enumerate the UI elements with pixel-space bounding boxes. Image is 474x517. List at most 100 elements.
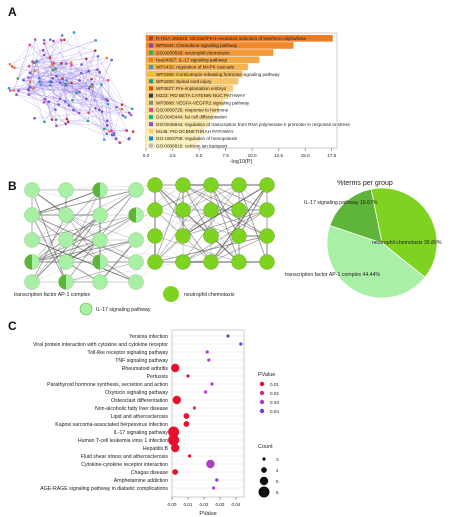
network-a-node xyxy=(94,107,97,110)
network-a-edge xyxy=(58,71,100,105)
pie-label-2: IL-17 signaling pathway 16.67% xyxy=(304,200,378,206)
bar-5 xyxy=(146,70,243,78)
network-a-node xyxy=(41,49,45,52)
pie-slice-2 xyxy=(329,188,383,244)
network-a-edge xyxy=(65,101,114,136)
bar-label-10: GO:0006725: response to hormone xyxy=(156,108,229,113)
network-a-node xyxy=(28,80,32,84)
network-b-edge xyxy=(182,184,212,237)
network-b-node-right xyxy=(175,177,191,193)
network-a-node xyxy=(90,77,93,81)
network-a-edge xyxy=(53,62,108,101)
network-a-edge xyxy=(28,70,36,78)
network-a-node xyxy=(59,62,63,65)
network-a-node xyxy=(87,111,90,115)
bubble-category-label-1: Viral protein interaction with cytokine … xyxy=(33,342,168,348)
network-a-node xyxy=(12,89,15,92)
pie-slice-1 xyxy=(326,225,426,299)
network-a-node xyxy=(27,88,31,92)
network-b-node-right xyxy=(231,202,247,218)
network-a-node xyxy=(63,100,67,103)
bubble-category-label-13: Human T-cell leukemia virus 1 infection xyxy=(78,438,168,444)
network-a-node xyxy=(17,89,20,92)
bubble-size-legend-dot-0 xyxy=(262,457,266,461)
network-a-edge xyxy=(30,86,80,93)
network-a-edge xyxy=(88,70,109,105)
network-a-node xyxy=(130,107,134,111)
bubble-point-6 xyxy=(210,382,214,386)
network-a-edge xyxy=(29,70,36,83)
network-a-edge xyxy=(8,78,63,89)
network-b-node-left xyxy=(128,254,144,270)
network-a-node xyxy=(112,133,116,137)
network-b-edge xyxy=(65,214,137,241)
network-a-edge xyxy=(72,99,107,101)
network-a-edge xyxy=(33,69,98,89)
network-b-node-left xyxy=(24,274,40,290)
network-b-node-right xyxy=(231,254,247,270)
pie-label-0: neutrophil chemotaxis 38.89% xyxy=(372,240,442,246)
network-b-edge xyxy=(31,214,137,263)
network-a-edge xyxy=(53,62,82,74)
network-a-edge xyxy=(78,50,96,114)
network-b-edge xyxy=(238,184,268,237)
bar-12 xyxy=(146,120,209,128)
network-b-node-left xyxy=(24,232,40,248)
network-a-node xyxy=(60,38,63,42)
network-b-edge xyxy=(182,209,268,237)
bar-label-5: WP2355: Corticotropin-releasing hormone … xyxy=(156,72,280,77)
network-a-node xyxy=(52,61,55,65)
network-a-edge xyxy=(97,56,130,114)
network-b-node-left xyxy=(24,207,40,223)
network-a-node xyxy=(89,85,92,88)
network-a-edge xyxy=(88,69,98,113)
network-b-node-right xyxy=(175,202,191,218)
network-a-edge xyxy=(72,70,89,101)
network-b-edge xyxy=(31,189,137,263)
network-a-edge xyxy=(64,101,68,120)
bar-label-13: M145: PID DCBNETHRAH PATHWAY xyxy=(156,129,234,134)
network-b-node-left xyxy=(92,274,108,290)
network-a-edge xyxy=(48,80,80,103)
network-a-node xyxy=(42,100,46,104)
network-a-node xyxy=(16,77,20,80)
network-a-edge xyxy=(35,70,80,93)
bar-x-tick-0: 0.0 xyxy=(143,153,150,158)
bar-swatch-11 xyxy=(149,115,153,120)
bubble-point-16 xyxy=(206,459,215,469)
network-b-node-right xyxy=(203,177,219,193)
network-a-edge xyxy=(113,130,127,134)
network-a-node xyxy=(42,38,46,42)
bar-swatch-10 xyxy=(149,107,153,112)
network-a-node xyxy=(131,130,135,133)
bubble-x-tick-4: 0.04 xyxy=(232,502,241,507)
bubble-color-legend-label-2: 0.03 xyxy=(270,400,279,405)
bubble-x-tick-1: 0.01 xyxy=(184,502,193,507)
network-a-edge xyxy=(49,62,54,82)
bar-swatch-5 xyxy=(149,72,153,77)
network-a-edge xyxy=(56,80,109,127)
network-a-edge xyxy=(71,62,74,111)
network-a-edge xyxy=(52,78,87,100)
network-a-node xyxy=(7,86,11,90)
network-a-node xyxy=(15,93,18,96)
network-a-edge xyxy=(76,57,107,94)
bubble-category-label-16: Cytokine-cytokine receptor interaction xyxy=(81,462,168,468)
network-a-node xyxy=(102,138,106,141)
network-a-edge xyxy=(28,62,54,95)
bar-14 xyxy=(146,135,201,142)
network-a-node xyxy=(47,100,51,104)
network-a-edge xyxy=(62,78,80,93)
network-a-edge xyxy=(49,41,54,86)
network-a-edge xyxy=(44,64,82,122)
bubble-point-1 xyxy=(239,342,243,346)
bubble-point-5 xyxy=(186,374,190,378)
network-a-edge xyxy=(43,102,80,114)
network-a-node xyxy=(58,97,62,101)
network-b-node-right xyxy=(259,228,275,244)
network-a-edge xyxy=(56,71,100,77)
network-a-edge xyxy=(88,88,133,110)
network-a-edge xyxy=(59,63,62,83)
